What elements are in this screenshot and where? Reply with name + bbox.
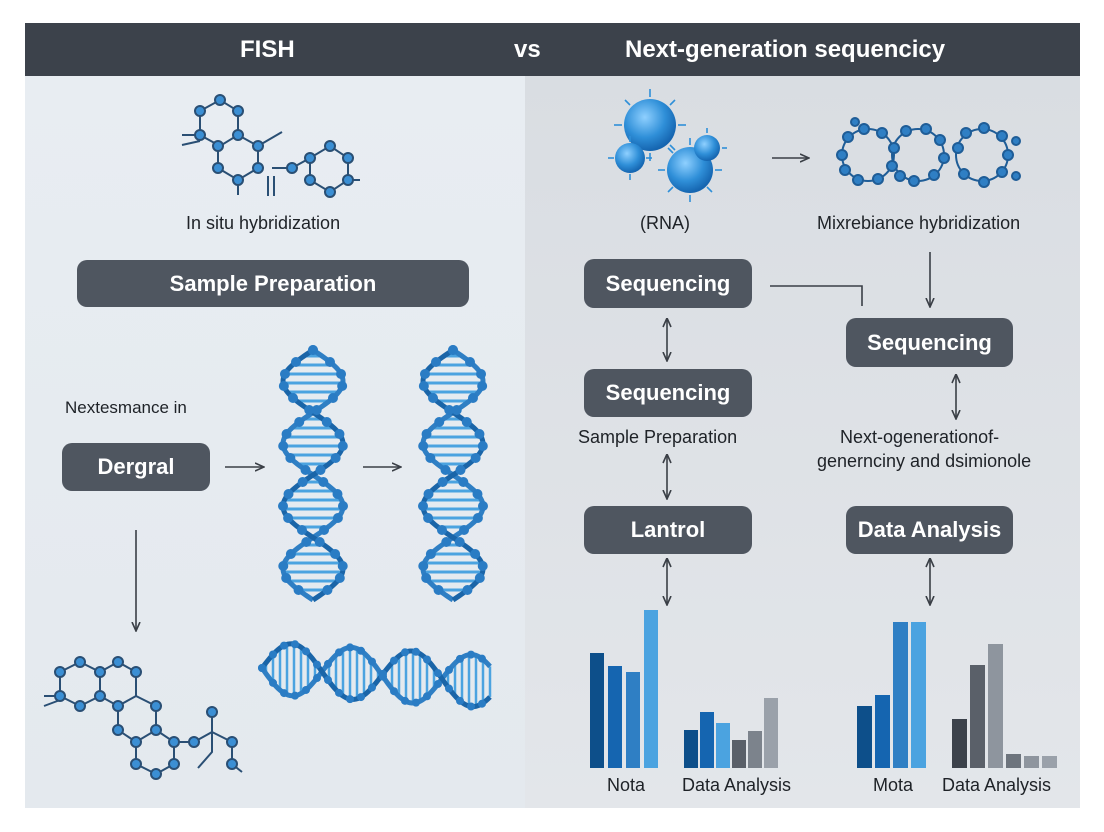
mota-chart-label: Mota	[873, 775, 914, 795]
chart-bar	[716, 723, 730, 768]
chart-bar	[732, 740, 746, 768]
flow-arrows	[136, 158, 956, 630]
header-bar: FISH vs Next-generation sequencicy	[25, 23, 1080, 76]
rna-label: (RNA)	[640, 213, 690, 233]
chart-bar	[764, 698, 778, 768]
next-generation-label-line1: Next-ogenerationof-	[840, 427, 1000, 447]
chart-bar	[748, 731, 762, 768]
sequencing-button-2[interactable]: Sequencing	[846, 318, 1013, 367]
dna-helix-icon	[258, 345, 492, 711]
lantrol-button[interactable]: Lantrol	[584, 506, 752, 554]
data-analysis-chart-label-2: Data Analysis	[942, 775, 1052, 795]
sample-preparation-button[interactable]: Sample Preparation	[77, 260, 469, 307]
data-analysis-button[interactable]: Data Analysis	[846, 506, 1013, 554]
next-generation-label-line2: generncinу and dsimionole	[817, 451, 1032, 471]
chart-bar	[700, 712, 714, 768]
chart-bar	[988, 644, 1003, 768]
in-situ-hybridization-label: In situ hybridization	[186, 213, 341, 233]
chart-bar	[893, 622, 908, 768]
molecule-icon	[43, 656, 243, 780]
bar-chart-mota	[857, 622, 926, 768]
fish-title: FISH	[240, 36, 295, 63]
chart-bar	[684, 730, 698, 768]
mixrebiance-hybridization-label: Mixrebiance hybridization	[817, 213, 1021, 233]
chart-bar	[911, 622, 926, 768]
chart-bar	[952, 719, 967, 768]
chart-bar	[608, 666, 622, 768]
sequencing-button-1[interactable]: Sequencing	[584, 259, 752, 308]
chart-bar	[857, 706, 872, 768]
vs-label: vs	[514, 36, 541, 63]
nota-chart-label: Nota	[607, 775, 646, 795]
degral-button[interactable]: Dergral	[62, 443, 210, 491]
chart-bar	[1024, 756, 1039, 768]
bar-chart-data-analysis-right	[952, 644, 1057, 768]
chart-bar	[644, 610, 658, 768]
chart-bar	[626, 672, 640, 768]
chart-bar	[970, 665, 985, 768]
bar-chart-nota	[590, 610, 658, 768]
data-analysis-chart-label-1: Data Analysis	[682, 775, 792, 795]
nextesmance-label: Nextesmance in	[65, 398, 187, 417]
sequencing-button-3[interactable]: Sequencing	[584, 369, 752, 417]
chart-bar	[875, 695, 890, 768]
ring-molecule-icon	[836, 117, 1021, 188]
chart-bar	[1042, 756, 1057, 768]
sample-preparation-label: Sample Preparation	[578, 427, 738, 447]
ngs-title: Next-generation sequencicy	[625, 36, 946, 63]
chart-bar	[1006, 754, 1021, 768]
chart-bar	[590, 653, 604, 768]
bar-chart-data-analysis-left	[684, 698, 778, 768]
virus-icon	[608, 89, 727, 202]
molecule-icon	[181, 94, 360, 198]
